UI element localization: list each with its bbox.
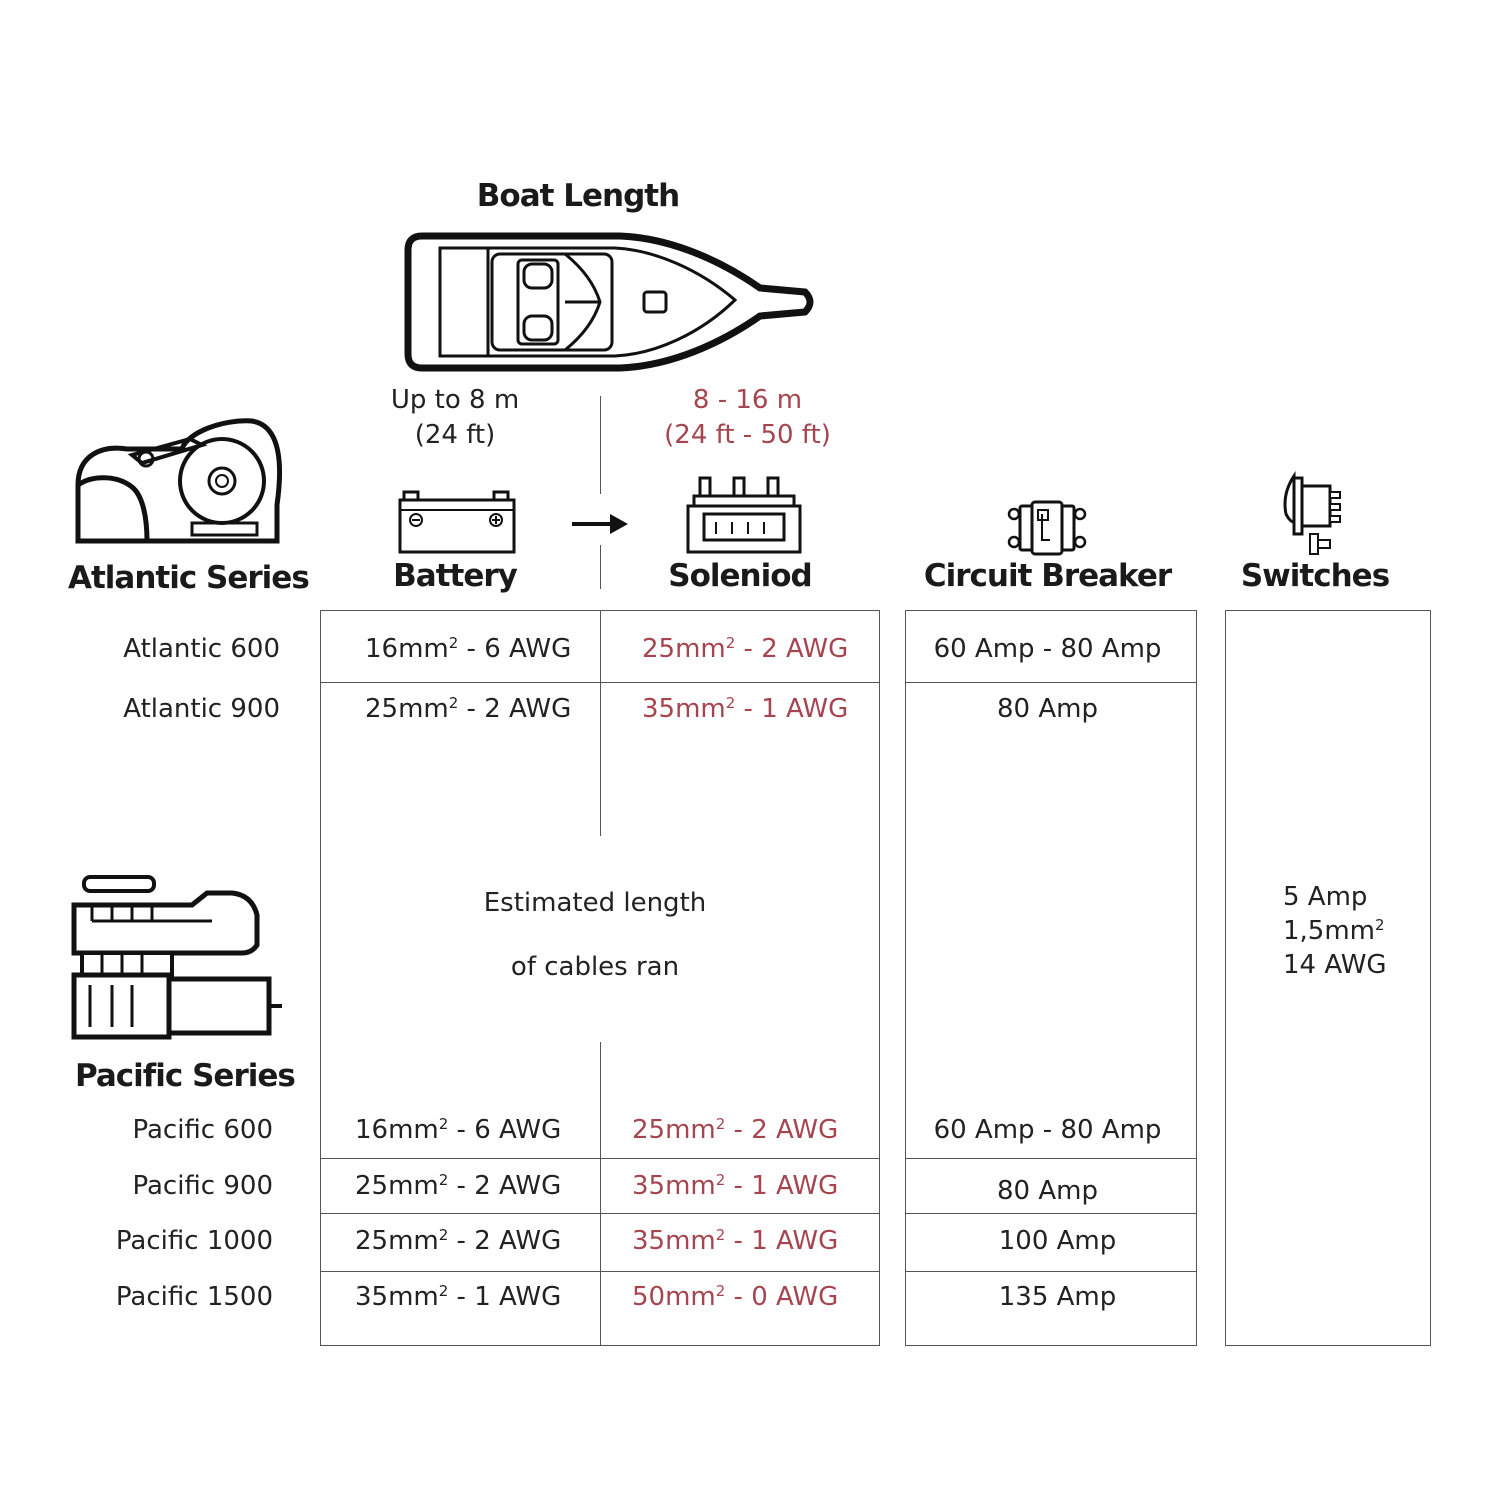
battery-cable-pacific-900: 25mm2 - 2 AWG [355, 1171, 562, 1201]
cable-note-line1: Estimated length [483, 888, 707, 918]
switch-icon [1283, 471, 1341, 555]
breaker-pacific-900: 80 Amp [997, 1176, 1098, 1206]
row-divider [905, 1271, 1197, 1272]
battery-cable-pacific-1000: 25mm2 - 2 AWG [355, 1226, 562, 1256]
row-divider [905, 1158, 1197, 1159]
battery-cable-atlantic-600: 16mm2 - 6 AWG [365, 634, 572, 664]
solenoid-cable-atlantic-900: 35mm2 - 1 AWG [642, 694, 849, 724]
model-atlantic-600: Atlantic 600 [123, 634, 280, 664]
page-title: Boat Length [476, 178, 680, 214]
breaker-pacific-1000: 100 Amp [998, 1226, 1117, 1256]
model-atlantic-900: Atlantic 900 [123, 694, 280, 724]
row-divider [320, 1158, 880, 1159]
length-long-line2: (24 ft - 50 ft) [664, 420, 831, 450]
solenoid-cable-pacific-1500: 50mm2 - 0 AWG [632, 1282, 839, 1312]
battery-icon [398, 490, 516, 554]
cable-divider-bottom [600, 1042, 601, 1346]
switches-table [1225, 610, 1431, 1346]
pacific-windlass-icon [71, 875, 282, 1040]
battery-cable-pacific-1500: 35mm2 - 1 AWG [355, 1282, 562, 1312]
arrow-right-icon [572, 514, 628, 534]
model-pacific-900: Pacific 900 [132, 1171, 273, 1201]
header-atlantic-series: Atlantic Series [68, 560, 310, 596]
battery-cable-atlantic-900: 25mm2 - 2 AWG [365, 694, 572, 724]
breaker-table [905, 610, 1197, 1346]
model-pacific-1000: Pacific 1000 [115, 1226, 273, 1256]
cable-note-line2: of cables ran [510, 952, 680, 982]
length-divider-lower [600, 545, 601, 589]
header-battery: Battery [393, 558, 518, 594]
row-divider [905, 682, 1197, 683]
solenoid-cable-pacific-1000: 35mm2 - 1 AWG [632, 1226, 839, 1256]
solenoid-cable-pacific-900: 35mm2 - 1 AWG [632, 1171, 839, 1201]
switches-mm: 1,5mm2 [1283, 916, 1385, 946]
row-divider [320, 1213, 880, 1214]
row-divider [320, 682, 880, 683]
battery-cable-pacific-600: 16mm2 - 6 AWG [355, 1115, 562, 1145]
breaker-pacific-600: 60 Amp - 80 Amp [933, 1115, 1162, 1145]
atlantic-windlass-icon [75, 418, 283, 544]
row-divider [320, 1271, 880, 1272]
header-circuit-breaker: Circuit Breaker [923, 558, 1172, 594]
row-divider [905, 1213, 1197, 1214]
cable-divider-top [600, 610, 601, 836]
solenoid-cable-pacific-600: 25mm2 - 2 AWG [632, 1115, 839, 1145]
length-long-line1: 8 - 16 m [692, 385, 803, 415]
switches-amp: 5 Amp [1283, 882, 1368, 912]
length-divider [600, 396, 601, 494]
breaker-atlantic-600: 60 Amp - 80 Amp [933, 634, 1162, 664]
length-short-line2: (24 ft) [414, 420, 496, 450]
solenoid-icon [686, 476, 802, 554]
boat-icon [404, 232, 814, 372]
breaker-atlantic-900: 80 Amp [997, 694, 1098, 724]
breaker-pacific-1500: 135 Amp [998, 1282, 1117, 1312]
switches-awg: 14 AWG [1283, 950, 1387, 980]
circuit-breaker-icon [1007, 500, 1087, 556]
model-pacific-1500: Pacific 1500 [115, 1282, 273, 1312]
length-short-line1: Up to 8 m [390, 385, 520, 415]
header-switches: Switches [1240, 558, 1390, 594]
solenoid-cable-atlantic-600: 25mm2 - 2 AWG [642, 634, 849, 664]
header-solenoid: Soleniod [668, 558, 812, 594]
model-pacific-600: Pacific 600 [132, 1115, 273, 1145]
header-pacific-series: Pacific Series [75, 1058, 296, 1094]
